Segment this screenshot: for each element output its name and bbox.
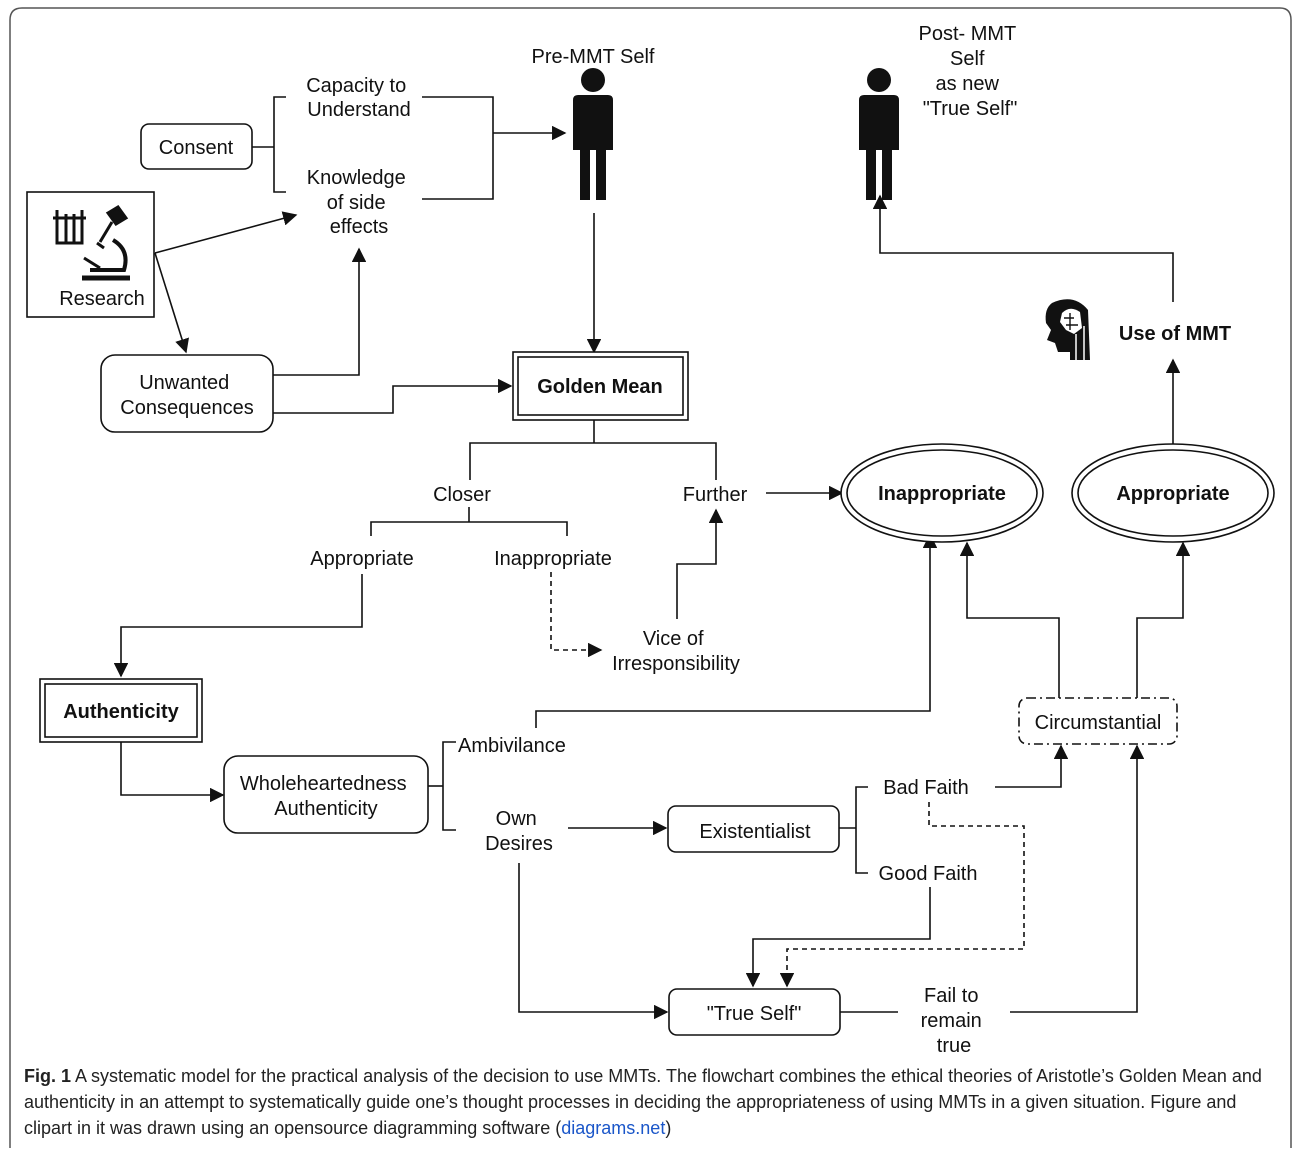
existentialist-box: [667, 805, 840, 853]
knowledge-label: Knowledge of side effects: [307, 167, 412, 238]
wholeheartedness-label: Wholeheartedness Authenticity: [240, 773, 412, 820]
wholeheartedness-box: [223, 755, 429, 834]
post-mmt-self-label: Post- MMT Self as new "True Self": [919, 23, 1022, 120]
good-faith-label: Good Faith: [879, 863, 978, 885]
true-self-label: "True Self": [707, 1003, 802, 1025]
person-icon: [859, 68, 899, 200]
existentialist-label: Existentialist: [699, 821, 811, 843]
caption-end: ): [665, 1118, 672, 1138]
capacity-label: Capacity to Understand: [306, 75, 412, 121]
own-desires-label: Own Desires: [485, 808, 553, 855]
use-of-mmt-label: Use of MMT: [1119, 323, 1231, 345]
golden-mean-inner: [517, 356, 684, 416]
research-box: [26, 191, 155, 318]
inappropriate-outcome-label: Inappropriate: [878, 483, 1006, 505]
true-self-box: [668, 988, 841, 1036]
golden-mean-label: Golden Mean: [537, 376, 663, 398]
figure-label: Fig. 1: [24, 1066, 72, 1086]
unwanted-consequences-box: [100, 354, 274, 433]
inappropriate-ellipse-inner: [846, 449, 1038, 537]
unwanted-consequences-label: Unwanted Consequences: [120, 372, 253, 419]
figure-frame: [9, 7, 1292, 1148]
further-label: Further: [683, 484, 748, 506]
circumstantial-label: Circumstantial: [1035, 712, 1162, 734]
research-label: Research: [59, 288, 145, 310]
consent-box: [140, 123, 253, 170]
fail-to-remain-true-label: Fail to remain true: [921, 985, 988, 1057]
brain-head-icon: [1045, 299, 1090, 360]
authenticity-label: Authenticity: [63, 701, 179, 723]
consent-label: Consent: [159, 137, 234, 159]
authenticity-inner: [44, 683, 198, 738]
circumstantial-box: [1018, 697, 1178, 745]
appropriate-branch-label: Appropriate: [310, 548, 413, 570]
caption-text: A systematic model for the practical ana…: [24, 1066, 1262, 1138]
figure-caption: Fig. 1 A systematic model for the practi…: [24, 1063, 1274, 1141]
closer-label: Closer: [433, 484, 491, 506]
vice-label: Vice of Irresponsibility: [612, 628, 740, 675]
pre-mmt-self-label: Pre-MMT Self: [532, 46, 655, 68]
inappropriate-branch-label: Inappropriate: [494, 548, 612, 570]
microscope-icon: [53, 205, 130, 281]
bad-faith-label: Bad Faith: [883, 777, 969, 799]
appropriate-outcome-label: Appropriate: [1116, 483, 1229, 505]
ambivilance-label: Ambivilance: [458, 735, 566, 757]
connectors: [113, 96, 1191, 1020]
diagrams-net-link[interactable]: diagrams.net: [561, 1118, 666, 1138]
appropriate-ellipse-inner: [1077, 449, 1269, 537]
person-icon: [573, 68, 613, 200]
